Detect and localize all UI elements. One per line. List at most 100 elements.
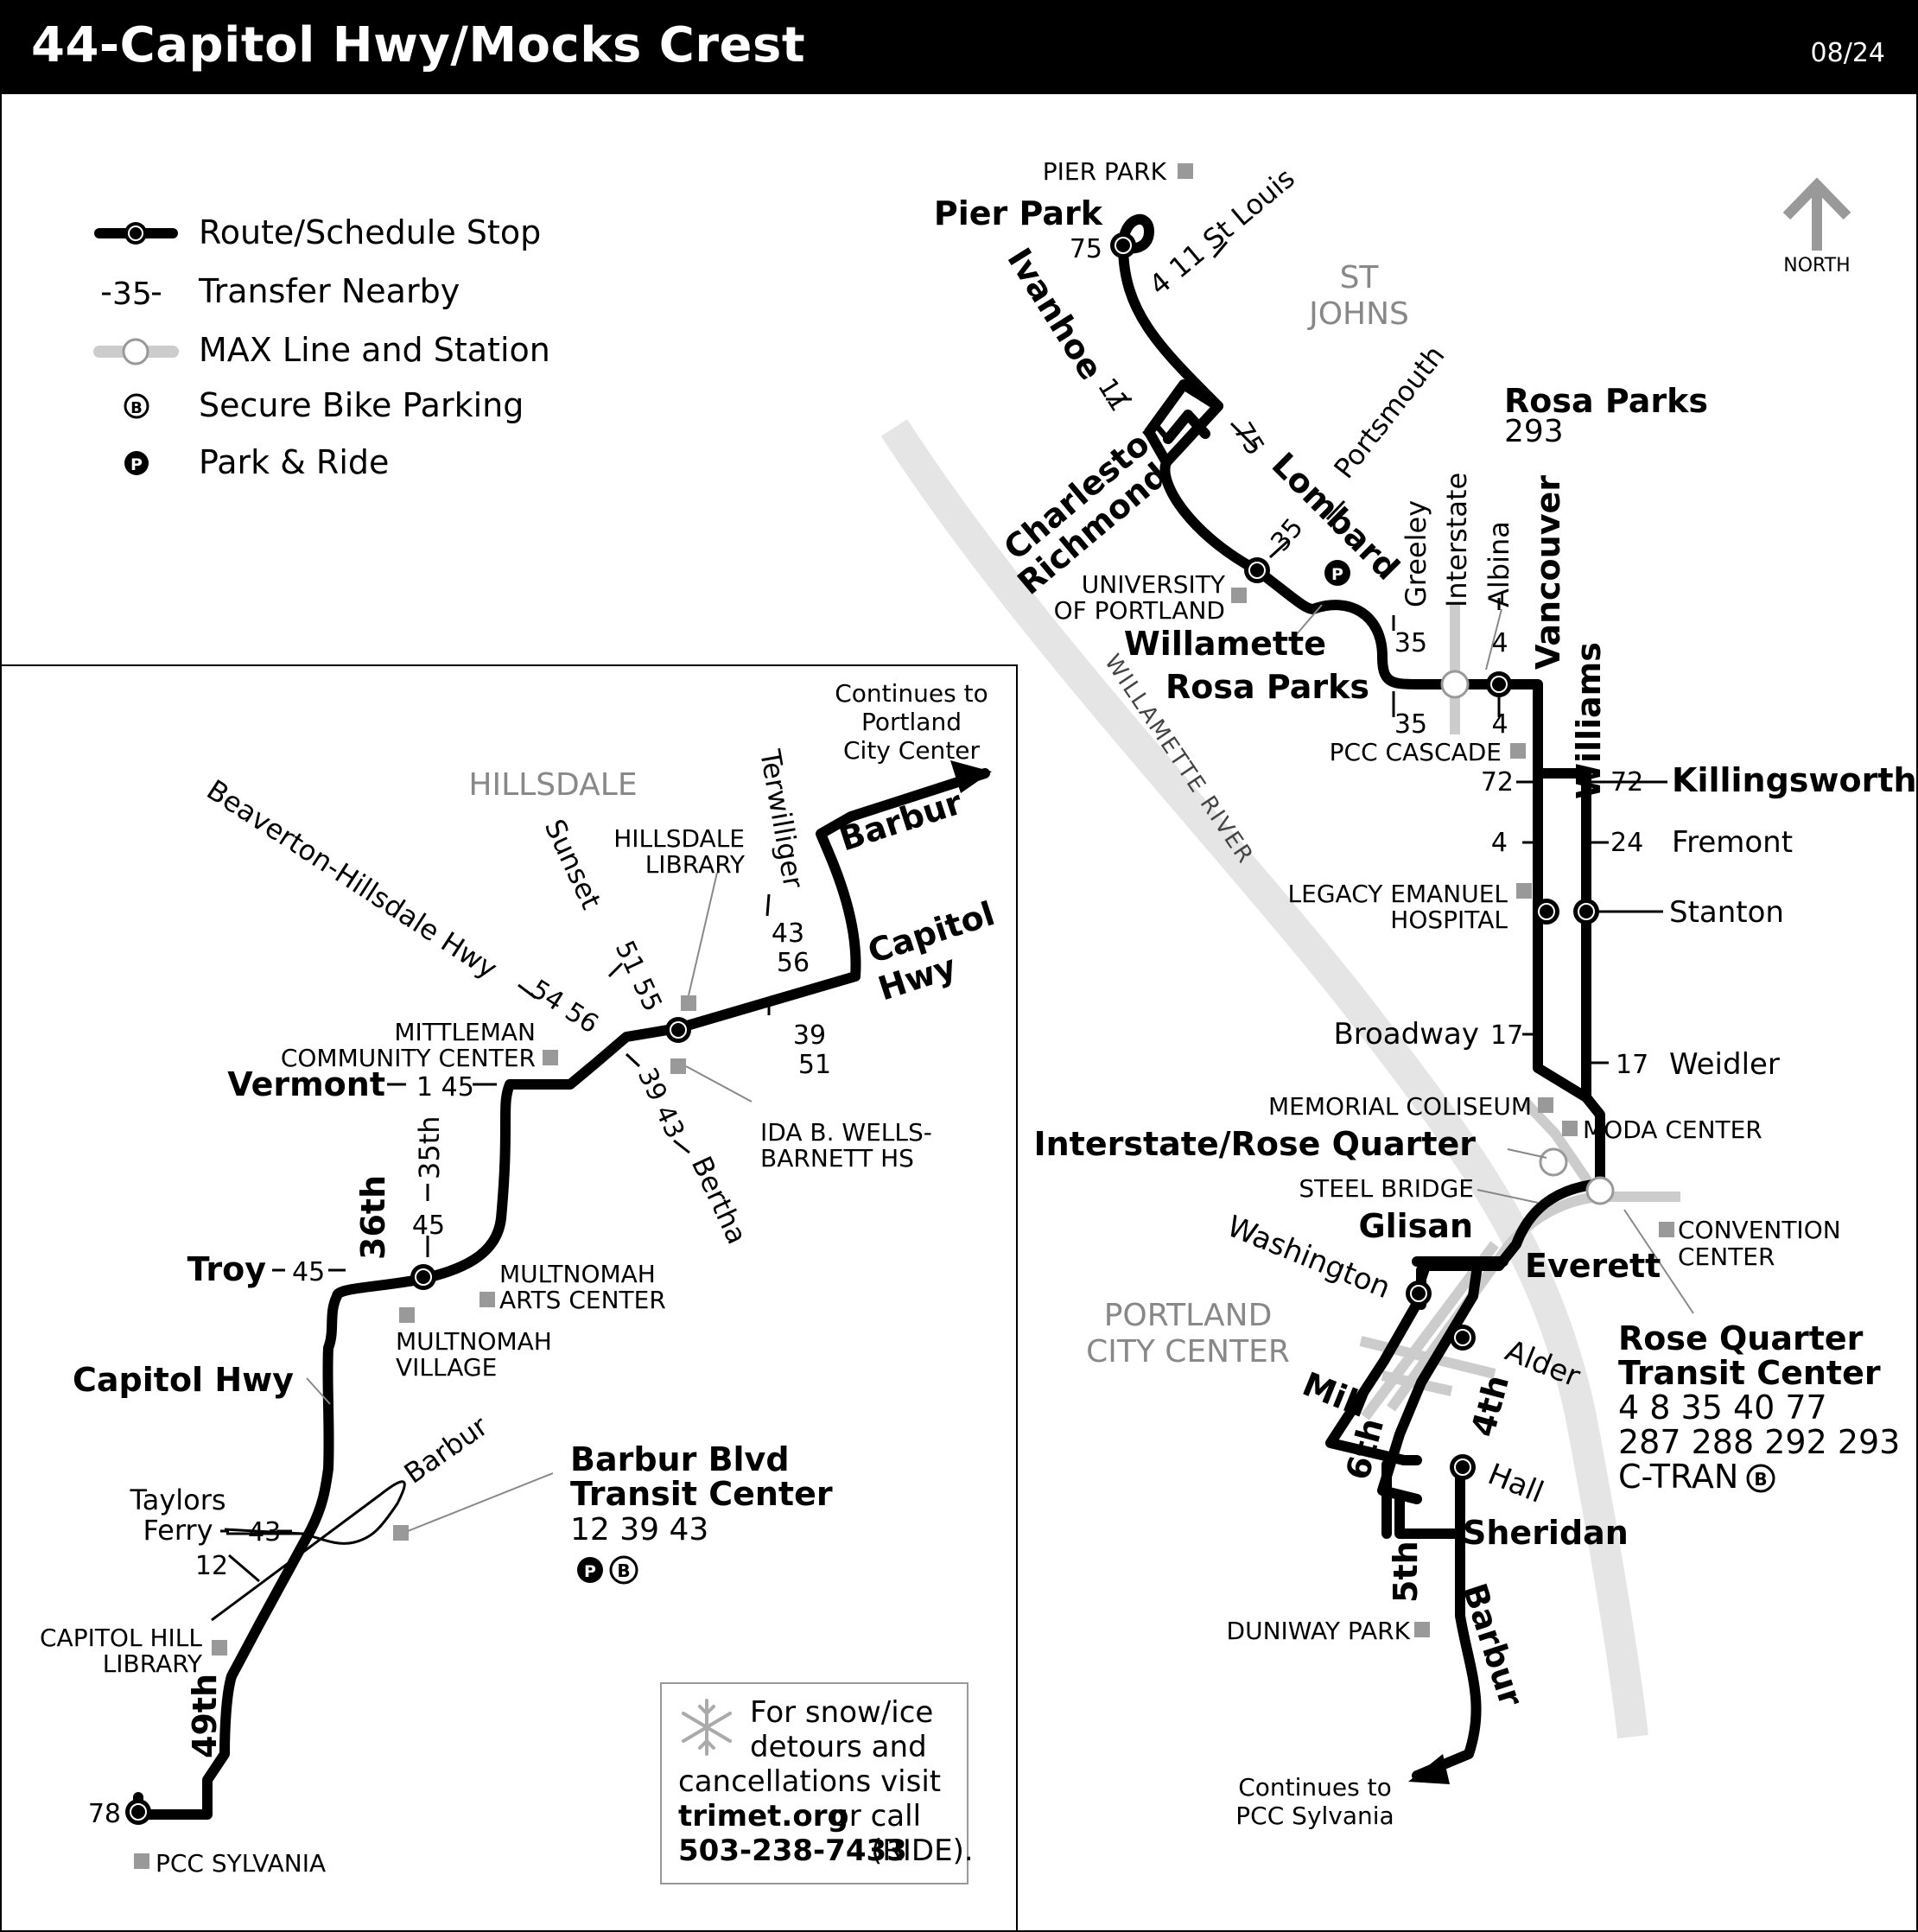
transfers-south [220, 893, 771, 1533]
vermont-routes: 1 45 [416, 1072, 474, 1103]
notice-phone[interactable]: 503-238-7433 [678, 1833, 907, 1868]
thirtysixth-label: 36th [354, 1175, 392, 1260]
killingsworth-label: Killingsworth [1672, 761, 1917, 799]
rqtc-ctran: C-TRAN [1618, 1458, 1738, 1496]
sheridan-label: Sheridan [1463, 1514, 1629, 1552]
continues-city-3: City Center [843, 736, 981, 765]
hillsdale-label: HILLSDALE [468, 767, 637, 803]
mill-label: Mill [1298, 1365, 1374, 1426]
continues-city-1: Continues to [835, 679, 988, 708]
notice-url[interactable]: trimet.org [678, 1799, 848, 1833]
ida-1: IDA B. WELLS- [760, 1118, 932, 1147]
duniway-landmark: DUNIWAY PARK [1227, 1617, 1411, 1645]
fremont-4: 4 [1491, 828, 1508, 858]
max-station-rose-quarter-tc [1585, 1176, 1615, 1205]
barbur-39: 39 [793, 1020, 826, 1051]
barbur-continue-arrow-icon [1408, 1754, 1450, 1784]
notice-line-1: For snow/ice [750, 1695, 933, 1730]
landmarks-south [134, 995, 696, 1869]
u-portland-2: OF PORTLAND [1054, 596, 1225, 625]
taylors-1: Taylors [129, 1484, 225, 1516]
barbur-label-mid: Barbur [398, 1409, 494, 1490]
st-johns-label-1: ST [1340, 260, 1380, 296]
terwilliger-56: 56 [777, 948, 810, 978]
bertha-label: Bertha [685, 1151, 754, 1249]
north-label: NORTH [1783, 255, 1850, 276]
stanton-label: Stanton [1669, 895, 1784, 930]
thirtyfifth-45: 45 [412, 1211, 445, 1241]
route-mask [121, 760, 122, 761]
inset-frame [0, 664, 1018, 1932]
snow-ice-notice: For snow/ice detours and cancellations v… [660, 1682, 974, 1884]
terwilliger-43: 43 [772, 918, 804, 949]
pcc-sylvania-landmark: PCC SYLVANIA [156, 1849, 326, 1878]
barbur-label-south-top: Barbur [835, 783, 967, 858]
albina-4-top: 4 [1491, 628, 1508, 658]
stops-south: P B [125, 1017, 691, 1825]
continues-sylvania-1: Continues to [1238, 1773, 1392, 1802]
pcc-cascade-landmark: PCC CASCADE [1330, 738, 1502, 766]
troy-label: Troy [187, 1250, 267, 1288]
park-ride-icon [577, 1557, 603, 1583]
legend-transfer-sample: 35 [112, 276, 152, 312]
st-johns-label-2: JOHNS [1307, 296, 1409, 332]
map-date: 08/24 [1810, 38, 1885, 68]
snowflake-icon [682, 1699, 732, 1756]
park-ride-icon [1324, 560, 1350, 586]
stops-north: P [1110, 232, 1615, 1480]
labels-south: Continues to Portland City Center Barbur… [40, 679, 999, 1878]
vancouver-label: Vancouver [1529, 475, 1567, 670]
broadway-17: 17 [1490, 1020, 1523, 1051]
mult-arts-2: ARTS CENTER [499, 1286, 666, 1314]
mult-village-1: MULTNOMAH [396, 1327, 552, 1356]
leader-lines-north [1295, 604, 1694, 1314]
barbur-51: 51 [798, 1050, 831, 1080]
broadway-label: Broadway [1333, 1017, 1479, 1052]
pier-park-landmark: PIER PARK [1043, 157, 1167, 186]
notice-line-2: detours and [750, 1730, 927, 1764]
park-ride-letter: P [584, 1562, 596, 1581]
ivanhoe-route: 11 [1091, 373, 1134, 417]
bike-icon [1746, 1464, 1775, 1493]
pier-park-route: 75 [1070, 234, 1102, 264]
sunset-label: Sunset [538, 814, 608, 914]
weidler-label: Weidler [1669, 1047, 1780, 1082]
troy-45: 45 [292, 1257, 325, 1287]
fifth-label: 5th [1387, 1541, 1425, 1603]
continues-city-2: Portland [861, 708, 962, 736]
barbur-continue-arrow-icon [950, 760, 992, 793]
park-ride-icon [124, 451, 149, 475]
rosa-parks-station-num: 293 [1504, 414, 1564, 449]
capitol-lib-2: LIBRARY [103, 1649, 203, 1678]
albina-4-bottom: 4 [1491, 709, 1508, 740]
weidler-17: 17 [1616, 1050, 1648, 1080]
bbtc-2: Transit Center [570, 1475, 833, 1513]
notice-or-call: or call [831, 1799, 921, 1833]
continues-sylvania-2: PCC Sylvania [1235, 1802, 1394, 1830]
thirtyfifth-label: 35th [413, 1115, 446, 1179]
taylors-43: 43 [248, 1517, 281, 1548]
bike-icon [609, 1555, 638, 1585]
ida-2: BARNETT HS [760, 1144, 914, 1173]
rosa-parks-station: Rosa Parks [1504, 382, 1708, 420]
steel-bridge-landmark: STEEL BRIDGE [1299, 1174, 1474, 1203]
terwilliger-label: Terwilliger [753, 747, 810, 892]
mult-arts-1: MULTNOMAH [499, 1260, 656, 1288]
transfers-north [1106, 241, 1667, 1065]
route-line-south-main [133, 768, 990, 1820]
sunset-routes: 51 55 [609, 937, 668, 1017]
bertha-routes: 39 43 [632, 1064, 690, 1144]
portsmouth-label: Portsmouth [1327, 340, 1451, 485]
lombard-route: 75 [1227, 417, 1270, 461]
pcc-sylvania-78: 78 [88, 1799, 121, 1829]
north-arrow-icon: NORTH [1782, 177, 1851, 276]
portland-cc-label-2: CITY CENTER [1086, 1334, 1290, 1370]
greeley-35-bottom: 35 [1394, 709, 1427, 740]
greeley-35-top: 35 [1394, 628, 1427, 658]
notice-line-3: cancellations visit [678, 1764, 941, 1799]
legend-park-ride: Park & Ride [199, 443, 389, 481]
rqtc-routes-1: 4 8 35 40 77 [1618, 1389, 1827, 1427]
hall-label: Hall [1483, 1457, 1549, 1510]
notice-ride: (RIDE). [871, 1833, 974, 1868]
rqtc-label-1: Rose Quarter [1618, 1319, 1864, 1357]
